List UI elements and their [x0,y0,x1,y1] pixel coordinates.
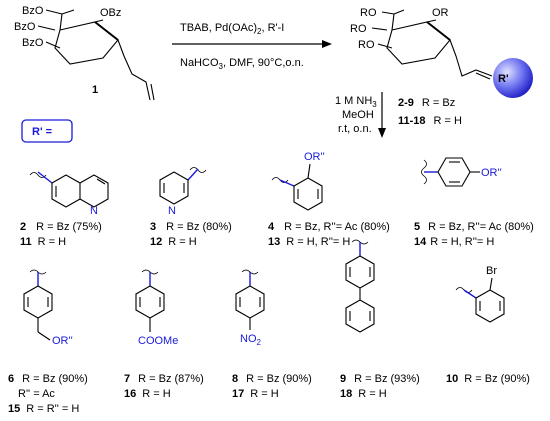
aryl-sphere [493,58,533,98]
nitro: NO2 [240,333,262,347]
aryl-label: R' [498,73,509,85]
bromo: Br [486,265,497,277]
or-benzyl: OR'' [52,335,73,347]
aryl-benzyl-or [23,269,53,341]
sm-sub-2: OBz [100,7,121,19]
aryl-pyridine [159,167,207,205]
r-prime-label: R' = [32,126,52,138]
or-ortho: OR'' [304,151,325,163]
aryl-quinoline [29,171,109,208]
sm-sub-4: BzO [22,37,44,49]
aryl-nitro [235,269,265,330]
starting-material [54,9,155,101]
or-para: OR'' [481,167,502,179]
r-prime-box [21,119,73,143]
main-arrow-head [322,40,332,48]
prod-sub-3: RO [350,23,367,35]
conditions-line-2: NaHCO3, DMF, 90°C,o.n. [180,57,304,71]
sm-sub-1: BzO [22,5,44,17]
prod-sub-1: RO [360,7,377,19]
sm-sub-3: BzO [14,21,36,33]
aryl-biphenyl [345,239,375,333]
deprotect-line-3: r.t, o.n. [338,123,372,135]
product-structure [386,9,493,80]
prod-sub-4: RO [358,39,375,51]
sm-substituent-bonds [37,9,104,49]
conditions-line-1: TBAB, Pd(OAc)2, R'-I [180,22,284,36]
deprotect-line-1: 1 M NH3 [335,95,377,109]
entry-6-r2: R'' = Ac [18,388,55,400]
deprotect-arrow-head [378,128,386,138]
deprotect-line-2: MeOH [342,109,374,121]
product-substituent-bonds [371,11,437,49]
n-quinoline: N [90,205,98,217]
prod-sub-2: OR [432,7,449,19]
aryl-ester [135,269,165,332]
aryl-ortho-or [271,163,323,211]
aryl-para-or [421,157,480,187]
cooMe: COOMe [138,335,178,347]
n-pyridine: N [168,205,176,217]
aryl-bromo [455,277,505,323]
sm-number: 1 [92,84,98,96]
